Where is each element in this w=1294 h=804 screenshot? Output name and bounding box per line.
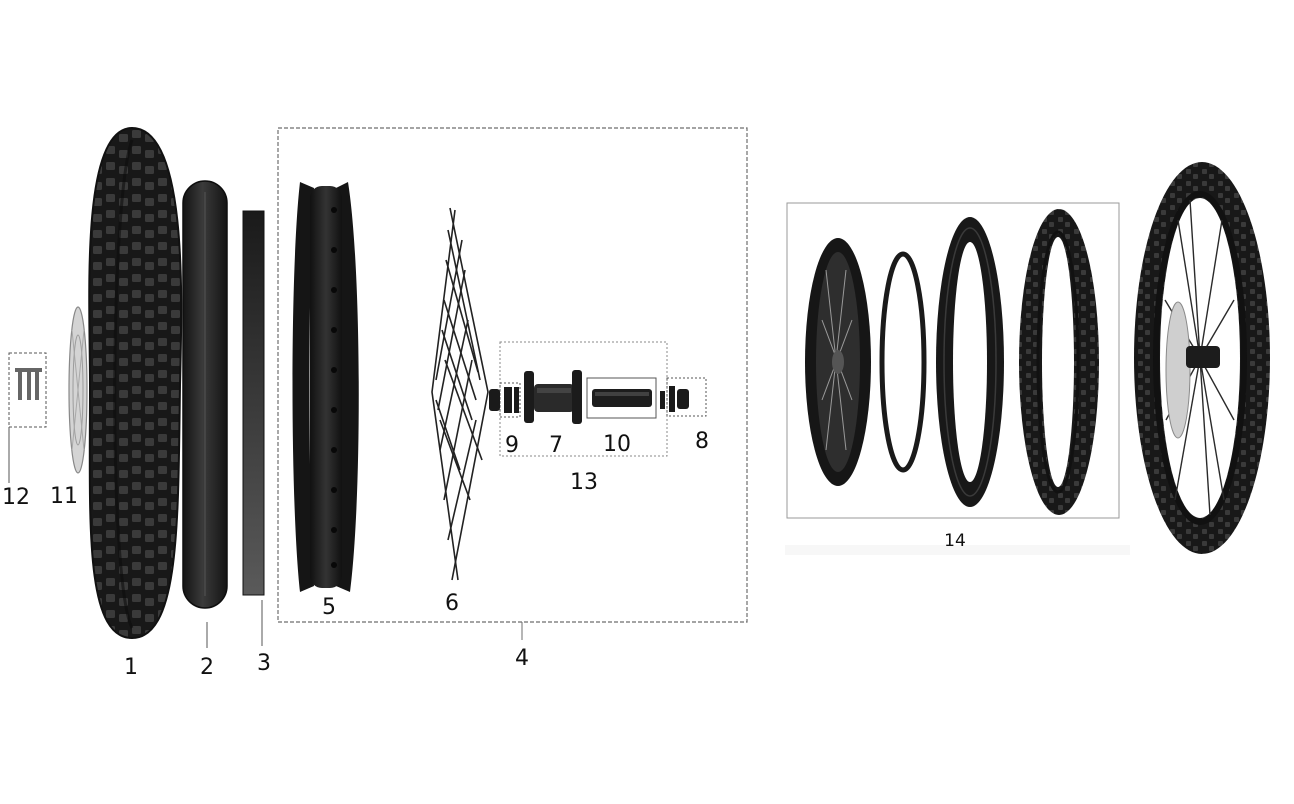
callout-3: 3 <box>257 651 271 676</box>
part-5-rim <box>292 182 359 592</box>
callout-9: 9 <box>505 433 519 458</box>
part-8-seal <box>660 377 707 417</box>
callout-4: 4 <box>515 646 529 671</box>
callout-13: 13 <box>570 470 598 495</box>
callout-7: 7 <box>549 433 563 458</box>
part-11-brake-disc <box>68 306 88 474</box>
part-7-hub <box>524 370 582 424</box>
callout-2: 2 <box>200 655 214 680</box>
group-14-inner-tube <box>936 217 1004 507</box>
group-14-rim <box>805 238 871 486</box>
part-10-spacer <box>586 377 657 419</box>
callout-8: 8 <box>695 429 709 454</box>
part-12-bolt-set <box>8 352 47 483</box>
assembled-wheel <box>1134 162 1270 554</box>
callout-6: 6 <box>445 591 459 616</box>
part-2-inner-tube <box>182 180 228 609</box>
leader-lines <box>206 600 263 648</box>
group-14-rim-strip <box>879 251 927 473</box>
callout-14: 14 <box>944 531 966 551</box>
part-6-spokes <box>431 207 489 581</box>
callout-1: 1 <box>124 655 138 680</box>
callout-10: 10 <box>603 432 631 457</box>
part-3-rim-strip <box>242 210 265 596</box>
part-9-seal <box>489 382 521 418</box>
part-1-tyre <box>88 126 183 640</box>
group-14-shadow <box>785 545 1130 555</box>
group-14-tyre <box>1019 209 1099 515</box>
group-frame-4 <box>277 127 748 623</box>
callout-12: 12 <box>2 485 30 510</box>
callout-11: 11 <box>50 484 78 509</box>
group-frame-14 <box>786 202 1120 519</box>
callout-5: 5 <box>322 595 336 620</box>
